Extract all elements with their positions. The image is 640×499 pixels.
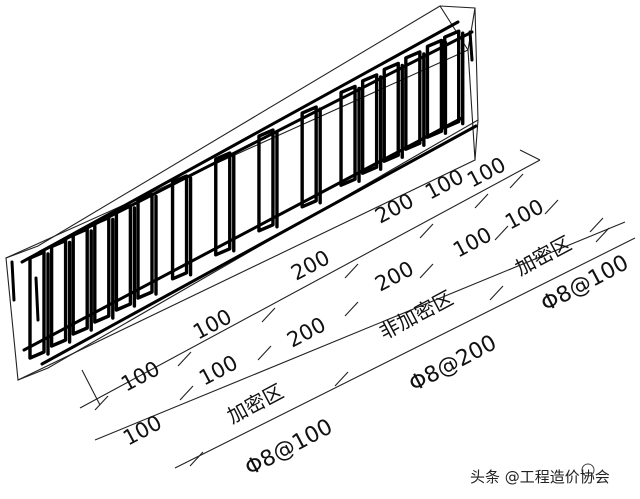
dim-row2-5: 100 (449, 222, 496, 262)
zone-label-non-dense: 非加密区 (375, 286, 457, 345)
dim-row1-2: 100 (189, 304, 236, 344)
stirrup (339, 84, 361, 187)
watermark: 头条 @工程造价协会 (470, 463, 610, 486)
stirrup (257, 128, 279, 233)
stirrup (382, 61, 404, 163)
stirrup (360, 73, 383, 175)
stirrup (114, 204, 137, 312)
dim-row1-3: 200 (287, 245, 334, 285)
dim-row2-1: 100 (119, 410, 166, 450)
spec-label-middle: Φ8@200 (405, 330, 501, 397)
zone-label-dense-left: 加密区 (223, 379, 287, 428)
stirrup (28, 250, 50, 360)
stirrup (404, 50, 426, 151)
stirrup (170, 174, 193, 281)
stirrup (214, 151, 236, 257)
dim-row1-1: 100 (117, 356, 164, 396)
dimension-lines (79, 149, 636, 469)
spec-label-left: Φ8@100 (241, 414, 337, 481)
watermark-logo-icon (581, 463, 595, 477)
stirrup (136, 192, 158, 300)
stirrups (28, 29, 465, 360)
dim-row1-4: 200 (371, 188, 418, 228)
watermark-text: 头条 @工程造价协会 (470, 468, 610, 486)
dim-row2-2: 100 (195, 350, 242, 390)
dim-row2-4: 200 (371, 256, 418, 296)
dim-row1-5: 100 (421, 164, 468, 204)
dim-row1-6: 100 (463, 152, 510, 192)
stirrup (71, 227, 93, 336)
stirrup (49, 238, 72, 348)
stirrup (93, 215, 115, 324)
stirrup (443, 29, 465, 130)
stirrup (300, 105, 322, 209)
dim-row2-6: 100 (501, 194, 548, 234)
